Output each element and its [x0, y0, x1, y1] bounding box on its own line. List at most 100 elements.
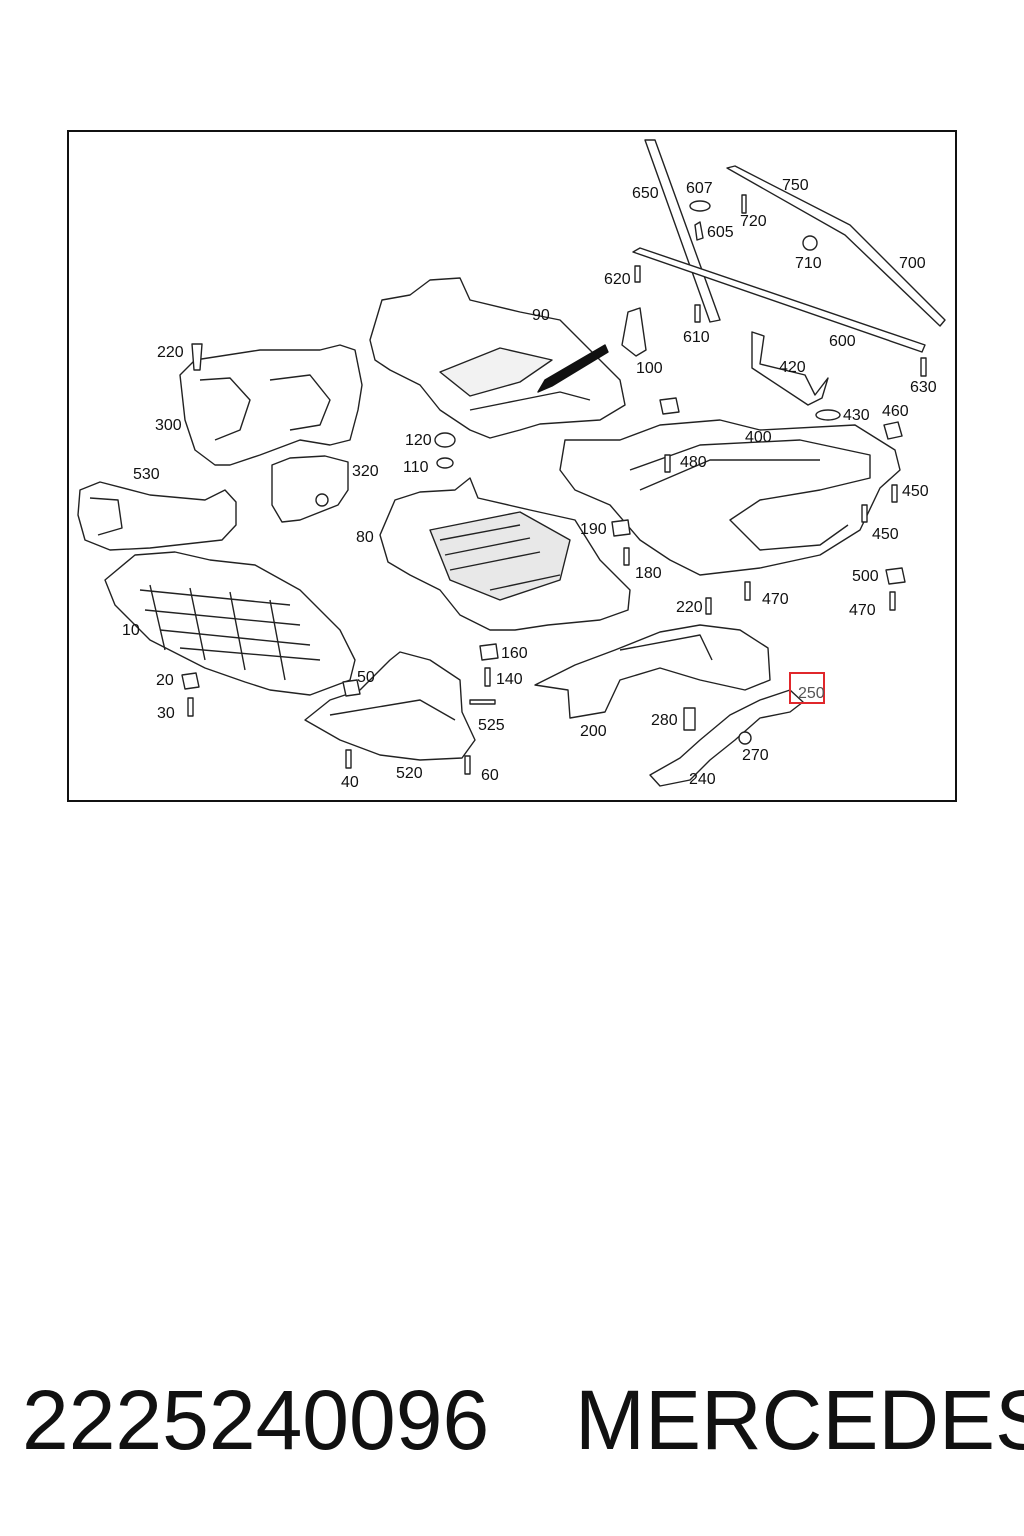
callout-300: 300	[155, 417, 182, 434]
fastener-607	[689, 200, 711, 212]
callout-630: 630	[910, 379, 937, 396]
fastener-630	[920, 357, 927, 377]
callout-480: 480	[680, 454, 707, 471]
caption: 2225240096 MERCEDES	[22, 1370, 1024, 1470]
bracket-420	[751, 331, 829, 406]
shield-400	[559, 419, 901, 576]
fastener-460	[883, 421, 903, 440]
parts-diagram: 650 607 750 605 720 710 700 620 90 610 600 630 220 10…	[77, 139, 946, 791]
arrow	[537, 344, 609, 393]
fastener-720	[741, 194, 747, 214]
fastener-140	[484, 667, 491, 687]
callout-430: 430	[843, 407, 870, 424]
callout-60: 60	[481, 767, 499, 784]
fastener-40	[345, 749, 352, 769]
fastener-190	[611, 519, 631, 537]
fastener-470-a	[744, 581, 751, 601]
strut-700-750	[726, 165, 946, 327]
callout-280: 280	[651, 712, 678, 729]
callout-700: 700	[899, 255, 926, 272]
callout-605: 605	[707, 224, 734, 241]
callout-120: 120	[405, 432, 432, 449]
callout-40: 40	[341, 774, 359, 791]
callout-500: 500	[852, 568, 879, 585]
callout-50: 50	[357, 669, 375, 686]
shield-10	[104, 551, 356, 696]
fastener-605	[694, 221, 704, 241]
callout-110: 110	[403, 459, 429, 476]
callout-530: 530	[133, 466, 160, 483]
callout-620: 620	[604, 271, 631, 288]
callout-140: 140	[496, 671, 523, 688]
panel-530	[77, 481, 237, 551]
fastener-120	[434, 432, 456, 448]
fastener-220-top	[191, 343, 203, 371]
callout-100: 100	[636, 360, 663, 377]
callout-470: 470	[849, 602, 876, 619]
bracket-100	[621, 307, 647, 357]
callout-160: 160	[501, 645, 528, 662]
fastener-620	[634, 265, 641, 283]
fastener-20	[181, 672, 200, 690]
fastener-470-b	[889, 591, 896, 611]
fastener-50	[342, 679, 361, 697]
callout-720: 720	[740, 213, 767, 230]
fastener-500	[885, 567, 906, 585]
callout-180: 180	[635, 565, 662, 582]
diagram-frame	[67, 130, 957, 802]
callout-30: 30	[157, 705, 175, 722]
fastener-270	[738, 731, 752, 745]
callout-525: 525	[478, 717, 505, 734]
fastener-610	[694, 304, 701, 323]
callout-80: 80	[356, 529, 374, 546]
fastener-430	[815, 409, 841, 421]
fastener-710	[802, 235, 818, 251]
callout-420: 420	[779, 359, 806, 376]
fastener-160	[479, 643, 499, 661]
callout-610: 610	[683, 329, 710, 346]
fastener-525	[469, 699, 496, 705]
shield-80	[379, 477, 631, 631]
fastener-110	[436, 457, 454, 469]
fastener-30	[187, 697, 194, 717]
fastener-450-a	[891, 484, 898, 503]
callout-750: 750	[782, 177, 809, 194]
callout-710: 710	[795, 255, 822, 272]
callout-250: 250	[798, 685, 825, 702]
brand-name: MERCEDES	[575, 1373, 1024, 1467]
fastener-450-b	[861, 504, 868, 523]
fastener-490	[659, 397, 680, 415]
callout-220: 220	[157, 344, 184, 361]
callout-450: 450	[872, 526, 899, 543]
strut-600	[632, 247, 926, 353]
strut-650	[644, 139, 721, 323]
callout-460: 460	[882, 403, 909, 420]
fastener-180	[623, 547, 630, 566]
callout-20: 20	[156, 672, 174, 689]
callout-600: 600	[829, 333, 856, 350]
fastener-220-mid	[705, 597, 712, 615]
callout-320: 320	[352, 463, 379, 480]
shield-520	[304, 651, 476, 761]
fastener-280	[683, 707, 696, 731]
fastener-480	[664, 454, 671, 473]
callout-240: 240	[689, 771, 716, 788]
callout-190: 190	[580, 521, 607, 538]
fastener-60	[464, 755, 471, 775]
callout-470: 470	[762, 591, 789, 608]
panel-320	[271, 455, 349, 523]
callout-200: 200	[580, 723, 607, 740]
callout-450: 450	[902, 483, 929, 500]
part-200	[534, 624, 771, 719]
callout-10: 10	[122, 622, 140, 639]
part-240	[649, 689, 804, 787]
callout-220: 220	[676, 599, 703, 616]
callout-650: 650	[632, 185, 659, 202]
part-number: 2225240096	[22, 1373, 490, 1467]
callout-607: 607	[686, 180, 713, 197]
callout-270: 270	[742, 747, 769, 764]
highlight-box	[789, 672, 825, 704]
callout-90: 90	[532, 307, 550, 324]
callout-520: 520	[396, 765, 423, 782]
shield-90	[369, 277, 626, 439]
